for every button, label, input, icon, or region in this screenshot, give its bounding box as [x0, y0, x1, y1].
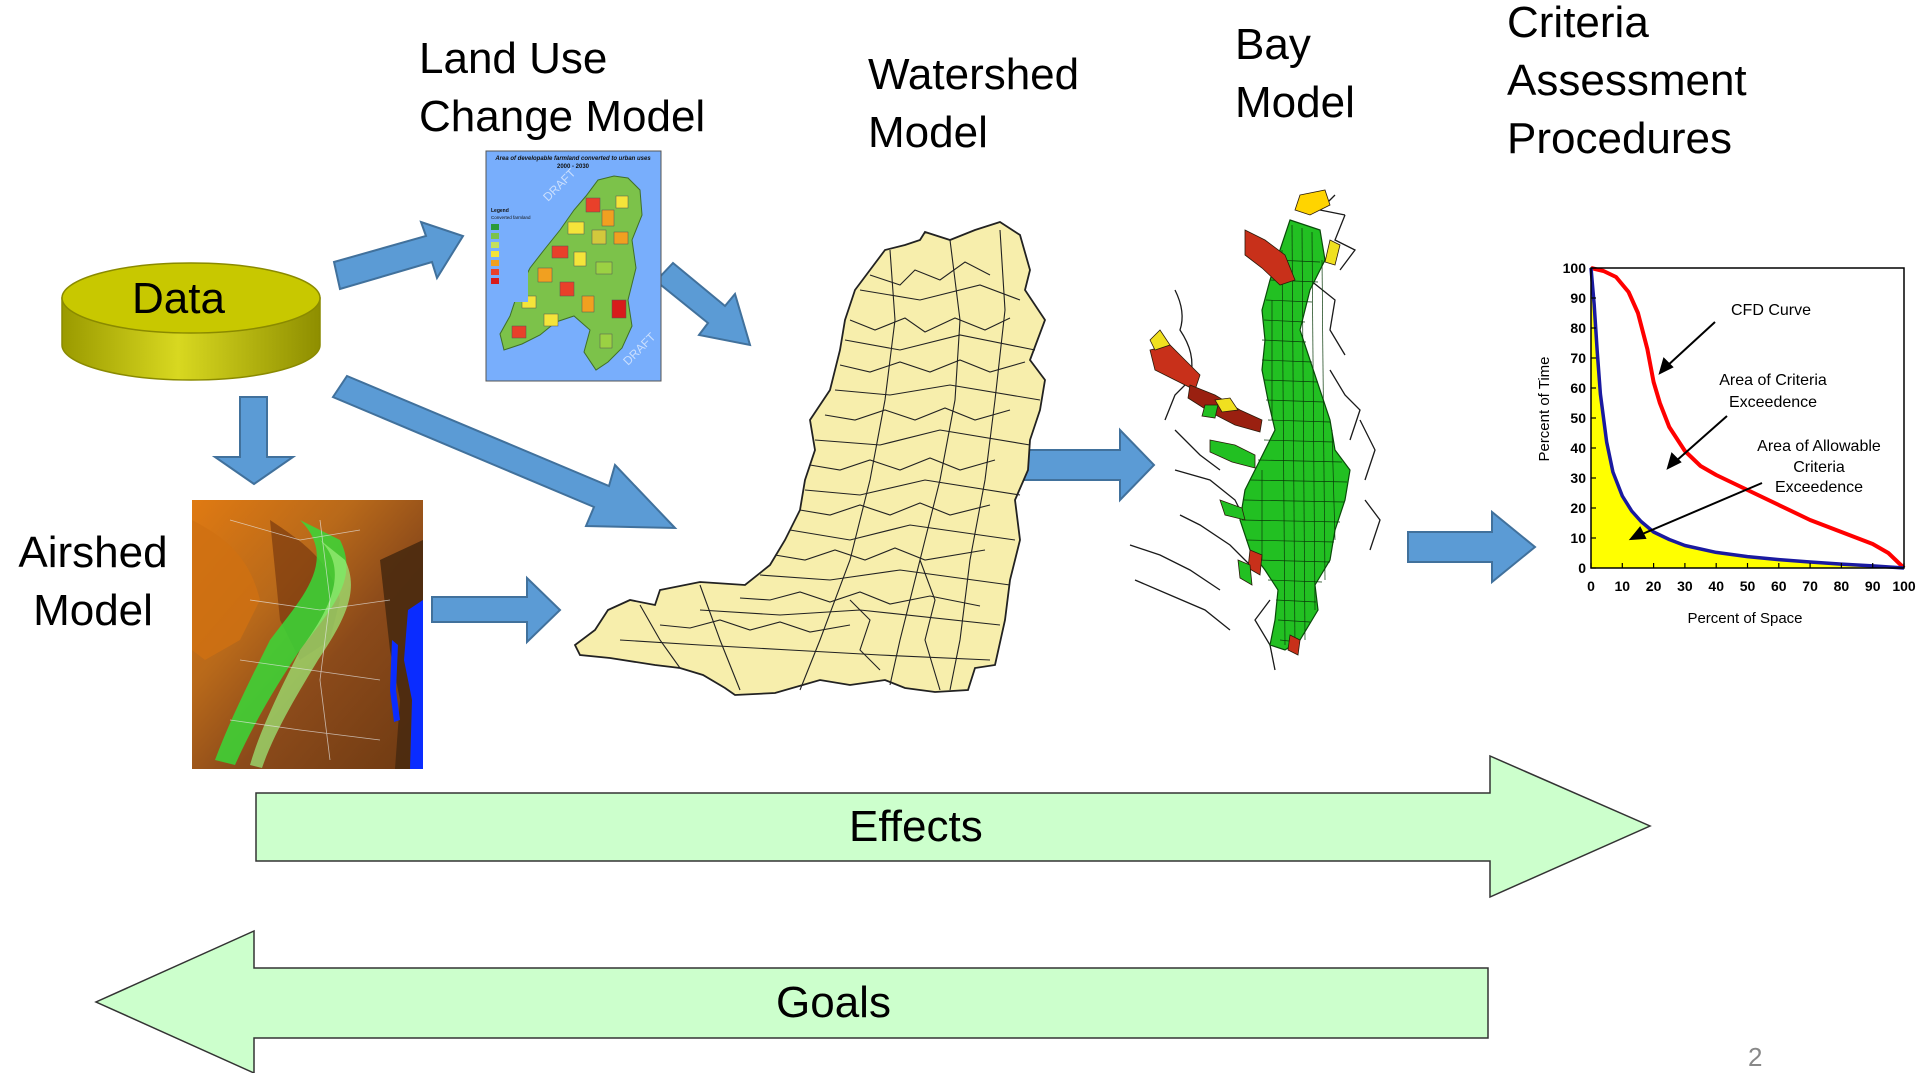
page-number: 2 — [1748, 1042, 1763, 1072]
cfd-annotation-exceed-1: Area of Criteria — [1719, 372, 1827, 389]
cfd-annotation-curve: CFD Curve — [1731, 302, 1811, 319]
cfd-y-tick-label: 50 — [1570, 410, 1586, 426]
airshed-label-line2: Model — [33, 586, 153, 635]
land-use-label: Land Use Change Model — [419, 30, 705, 146]
land-use-label-line1: Land Use — [419, 34, 608, 83]
data-cylinder — [61, 262, 321, 381]
bay-label-line1: Bay — [1235, 20, 1311, 69]
bay-main-channel — [1239, 219, 1351, 651]
cfd-y-tick-label: 0 — [1578, 560, 1586, 576]
cfd-axes: 0 10 20 30 40 50 60 70 80 90 100 0 10 20 30 40 50 60 70 80 9… — [1563, 260, 1916, 594]
criteria-label-line1: Criteria — [1507, 0, 1649, 47]
watershed-label-line1: Watershed — [868, 50, 1080, 99]
cfd-y-tick-label: 70 — [1570, 350, 1586, 366]
arrow-data-to-watershed — [331, 374, 678, 530]
cfd-y-tick-label: 30 — [1570, 470, 1586, 486]
watershed-subbasins — [619, 229, 1041, 691]
cfd-x-tick-label: 50 — [1740, 578, 1756, 594]
bay-label-line2: Model — [1235, 78, 1355, 127]
cfd-y-tick-label: 100 — [1563, 260, 1587, 276]
cfd-allowable-area — [1591, 268, 1904, 568]
cfd-y-tick-label: 90 — [1570, 290, 1586, 306]
cfd-x-tick-label: 100 — [1892, 578, 1916, 594]
land-use-legend-swatches — [491, 224, 499, 284]
cfd-annotation-allow-2: Criteria — [1793, 459, 1845, 476]
watershed-label-line2: Model — [868, 108, 988, 157]
cfd-y-tick-label: 10 — [1570, 530, 1586, 546]
cfd-chart: 0 10 20 30 40 50 60 70 80 90 100 0 10 20 30 40 50 60 70 80 9… — [1536, 260, 1916, 627]
cfd-annotation-allow-3: Exceedence — [1775, 479, 1863, 496]
land-use-map: Area of developable farmland converted t… — [485, 150, 662, 382]
watershed-label: Watershed Model — [868, 46, 1079, 162]
cfd-series-blue-line — [1589, 267, 1905, 570]
land-use-map-title-2: 2000 - 2030 — [557, 164, 590, 170]
bay-model — [1129, 189, 1381, 671]
watershed-boundary — [573, 221, 1047, 696]
bay-grid — [1241, 224, 1348, 651]
cfd-plot-area — [1589, 266, 1906, 570]
criteria-label: Criteria Assessment Procedures — [1507, 0, 1747, 168]
cfd-x-tick-label: 60 — [1771, 578, 1787, 594]
cfd-x-tick-label: 90 — [1865, 578, 1881, 594]
cfd-x-tick-label: 0 — [1587, 578, 1595, 594]
arrow-data-to-landuse — [332, 220, 465, 291]
cfd-x-tick-label: 10 — [1615, 578, 1631, 594]
cfd-y-tick-label: 40 — [1570, 440, 1586, 456]
cfd-x-tick-label: 20 — [1646, 578, 1662, 594]
goals-label: Goals — [776, 978, 891, 1027]
cfd-x-tick-label: 70 — [1802, 578, 1818, 594]
arrow-airshed-to-watershed — [431, 575, 562, 645]
airshed-label-line1: Airshed — [18, 528, 168, 577]
arrow-bay-to-criteria — [1407, 509, 1537, 585]
bay-label: Bay Model — [1235, 16, 1355, 132]
cfd-plot-background — [1591, 268, 1904, 568]
land-use-legend-subtitle: Converted farmland — [491, 215, 531, 220]
goals-arrow — [94, 929, 1489, 1073]
airshed-map — [192, 500, 423, 769]
criteria-label-line2: Assessment — [1507, 56, 1747, 105]
land-use-legend-title: Legend — [491, 208, 509, 214]
cfd-y-tick-label: 20 — [1570, 500, 1586, 516]
flow-arrows — [211, 220, 1537, 645]
watershed-model — [573, 221, 1047, 696]
arrow-landuse-to-watershed — [654, 261, 752, 347]
cfd-series-red-line — [1590, 266, 1906, 570]
bay-tributary-grids — [1149, 189, 1341, 656]
criteria-label-line3: Procedures — [1507, 114, 1733, 163]
cfd-annotation-allow-1: Area of Allowable — [1757, 438, 1881, 455]
arrow-data-to-airshed — [211, 396, 297, 486]
cfd-xlabel: Percent of Space — [1687, 610, 1802, 627]
airshed-label: Airshed Model — [18, 524, 168, 640]
land-use-county-patches — [511, 195, 629, 349]
airshed-borders — [229, 519, 391, 761]
data-label: Data — [132, 274, 225, 323]
cfd-x-tick-label: 40 — [1708, 578, 1724, 594]
cfd-y-tick-label: 80 — [1570, 320, 1586, 336]
cfd-x-tick-label: 30 — [1677, 578, 1693, 594]
cfd-annotation-arrows — [1628, 321, 1763, 541]
cfd-x-tick-label: 80 — [1834, 578, 1850, 594]
effects-arrow — [255, 754, 1652, 899]
bay-tributaries — [1129, 194, 1381, 671]
cfd-annotation-exceed-2: Exceedence — [1729, 394, 1817, 411]
cfd-y-tick-label: 60 — [1570, 380, 1586, 396]
land-use-label-line2: Change Model — [419, 92, 706, 141]
arrow-watershed-to-bay — [1021, 427, 1156, 503]
cfd-ylabel: Percent of Time — [1536, 356, 1553, 461]
land-use-map-title-1: Area of developable farmland converted t… — [494, 156, 651, 162]
effects-label: Effects — [849, 802, 983, 851]
